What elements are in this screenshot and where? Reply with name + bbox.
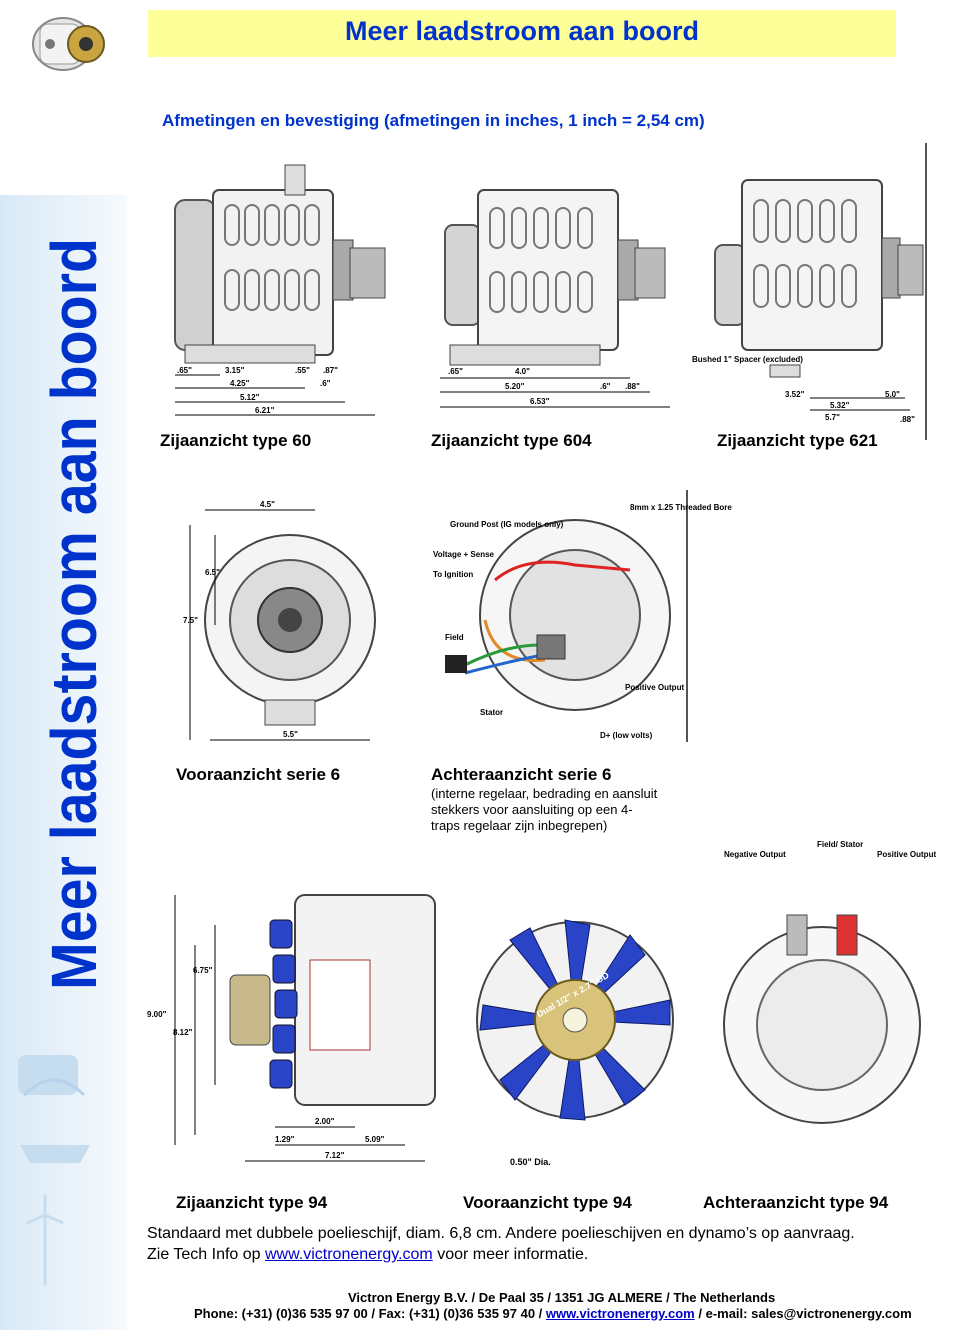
- caption-side-view-604: Zijaanzicht type 604: [431, 431, 592, 450]
- dim-label: Negative Output: [724, 850, 786, 859]
- dim-label: 3.52": [785, 390, 805, 399]
- caption-side-view-94: Zijaanzicht type 94: [176, 1193, 328, 1212]
- dim-label: 5.5": [283, 730, 298, 739]
- dim-label: 8mm x 1.25 Threaded Bore: [630, 503, 732, 512]
- footer-phone-fax: Phone: (+31) (0)36 535 97 00 / Fax: (+31…: [194, 1306, 546, 1321]
- dim-label: 7.5": [183, 616, 198, 625]
- note-series-6: (interne regelaar, bedrading en aansluit…: [431, 786, 658, 833]
- dim-label: Bushed 1" Spacer (excluded): [692, 355, 803, 364]
- tech-info-suffix: voor meer informatie.: [432, 1246, 589, 1263]
- subtitle: Afmetingen en bevestiging (afmetingen in…: [162, 111, 705, 130]
- side-view-type-621: Bushed 1" Spacer (excluded) 3.52" 5.32" …: [692, 179, 924, 424]
- tech-info-prefix: Zie Tech Info op: [147, 1246, 265, 1263]
- dim-label: 4.25": [230, 379, 250, 388]
- rear-view-type-94: Negative Output Field/ Stator Positive O…: [723, 840, 936, 1124]
- pulley-info-text: Standaard met dubbele poelieschijf, diam…: [147, 1225, 855, 1242]
- dim-label: 6.5": [205, 568, 220, 577]
- dim-label: .6": [600, 382, 611, 391]
- caption-rear-view-94: Achteraanzicht type 94: [703, 1193, 889, 1212]
- header-band: [148, 10, 896, 57]
- dim-label: .65": [177, 366, 192, 375]
- dim-label: 5.0": [885, 390, 900, 399]
- side-view-type-94: 6.75" 9.00" 8.12" 2.00" 5.09" 7.12" 1.29…: [147, 894, 436, 1162]
- footer-address: Victron Energy B.V. / De Paal 35 / 1351 …: [348, 1290, 776, 1305]
- dim-label: 4.0": [515, 367, 530, 376]
- dim-label: 3.15": [225, 366, 245, 375]
- dim-label: .6": [320, 379, 331, 388]
- page-title: Meer laadstroom aan boord: [344, 16, 700, 46]
- caption-side-view-60: Zijaanzicht type 60: [160, 431, 312, 450]
- dim-label: 0.50" Dia.: [510, 1157, 551, 1167]
- dim-label: 2.00": [315, 1117, 335, 1126]
- dim-label: 9.00": [147, 1010, 167, 1019]
- caption-side-view-621: Zijaanzicht type 621: [717, 431, 878, 450]
- dim-label: Positive Output: [877, 850, 936, 859]
- dim-label: .65": [448, 367, 463, 376]
- front-view-type-94: Dual 1/2" x 2.7" OD 0.50" Dia.: [476, 919, 674, 1167]
- website-link[interactable]: www.victronenergy.com: [265, 1246, 433, 1263]
- dim-label: Stator: [480, 708, 503, 717]
- dim-label: 1.29": [275, 1135, 295, 1144]
- dim-label: Field/ Stator: [817, 840, 863, 849]
- tech-info-text: Zie Tech Info op www.victronenergy.com v…: [147, 1246, 588, 1264]
- dim-label: D+ (low volts): [600, 731, 653, 740]
- sidebar-pictograms: [18, 1055, 90, 1285]
- sidebar: [0, 195, 127, 1330]
- side-view-type-60: .65" 3.15" .55" .87" 4.25" .6" 5.12" 6.2…: [174, 164, 386, 416]
- caption-rear-view-series-6: Achteraanzicht serie 6: [431, 765, 612, 784]
- dim-label: .87": [323, 366, 338, 375]
- dim-label: 6.21": [255, 406, 275, 415]
- dim-label: Field: [445, 633, 464, 642]
- caption-front-view-94: Vooraanzicht type 94: [463, 1193, 632, 1212]
- rear-view-series-6: Ground Post (IG models only) Voltage + S…: [433, 503, 732, 740]
- dim-label: 5.7": [825, 413, 840, 422]
- dim-label: .88": [625, 382, 640, 391]
- divider-line: [925, 143, 927, 440]
- caption-front-view-series-6: Vooraanzicht serie 6: [176, 765, 341, 784]
- dim-label: 6.53": [530, 397, 550, 406]
- dim-label: 5.32": [830, 401, 850, 410]
- dim-label: Positive Output: [625, 683, 684, 692]
- dim-label: .55": [295, 366, 310, 375]
- footer-email: / e-mail: sales@victronenergy.com: [694, 1306, 912, 1321]
- dim-label: 4.5": [260, 500, 275, 509]
- dim-label: 6.75": [193, 966, 213, 975]
- dim-label: 5.09": [365, 1135, 385, 1144]
- footer-contact: Phone: (+31) (0)36 535 97 00 / Fax: (+31…: [194, 1306, 912, 1321]
- dim-label: .88": [900, 415, 915, 424]
- dim-label: Ground Post (IG models only): [450, 520, 564, 529]
- sidebar-title: Meer laadstroom aan boord: [10, 235, 120, 995]
- dim-label: Voltage + Sense: [433, 550, 495, 559]
- sidebar-title-text: Meer laadstroom aan boord: [38, 238, 110, 990]
- dim-label: 5.12": [240, 393, 260, 402]
- alternator-logo: [18, 4, 120, 80]
- dim-label: 8.12": [173, 1028, 193, 1037]
- dim-label: 7.12": [325, 1151, 345, 1160]
- dim-label: 5.20": [505, 382, 525, 391]
- dim-label: To Ignition: [433, 570, 473, 579]
- footer-website-link[interactable]: www.victronenergy.com: [545, 1306, 695, 1321]
- front-view-series-6: 4.5" 6.5" 7.5" 5.5": [183, 500, 376, 741]
- side-view-type-604: .65" 4.0" 5.20" .6" .88" 6.53": [440, 189, 670, 408]
- divider-line: [686, 490, 688, 742]
